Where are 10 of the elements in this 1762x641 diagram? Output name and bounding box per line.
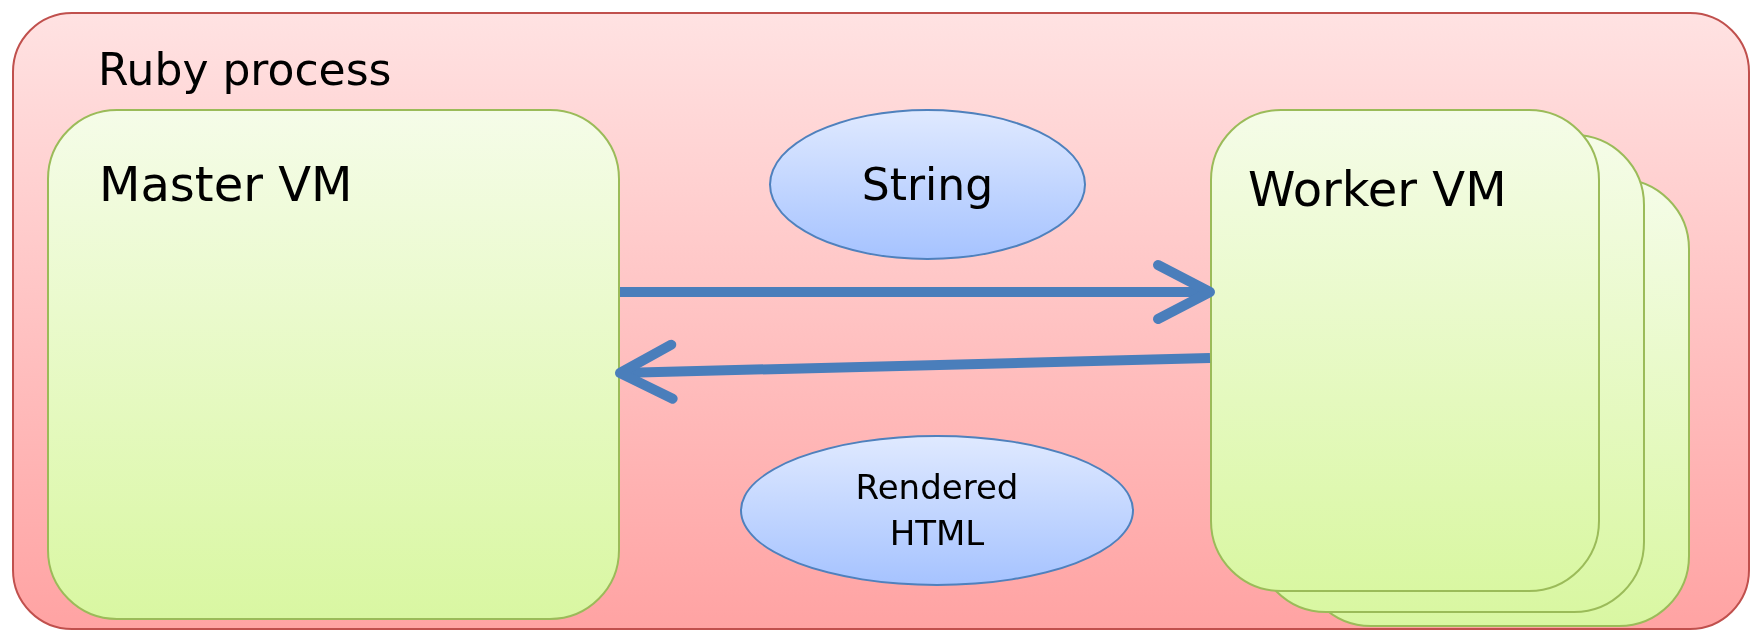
arrow [615, 339, 1211, 404]
box-title: Master VM [99, 156, 353, 212]
vm-box [47, 109, 620, 620]
process-container [12, 12, 1750, 630]
arrow [620, 260, 1215, 324]
container-title: Ruby process [98, 44, 392, 95]
ellipse-label: String [860, 157, 995, 212]
box-title: Worker VM [1248, 161, 1507, 217]
stacked-vm-boxes [1210, 109, 1690, 627]
ellipse-label: Rendered HTML [854, 465, 1020, 555]
